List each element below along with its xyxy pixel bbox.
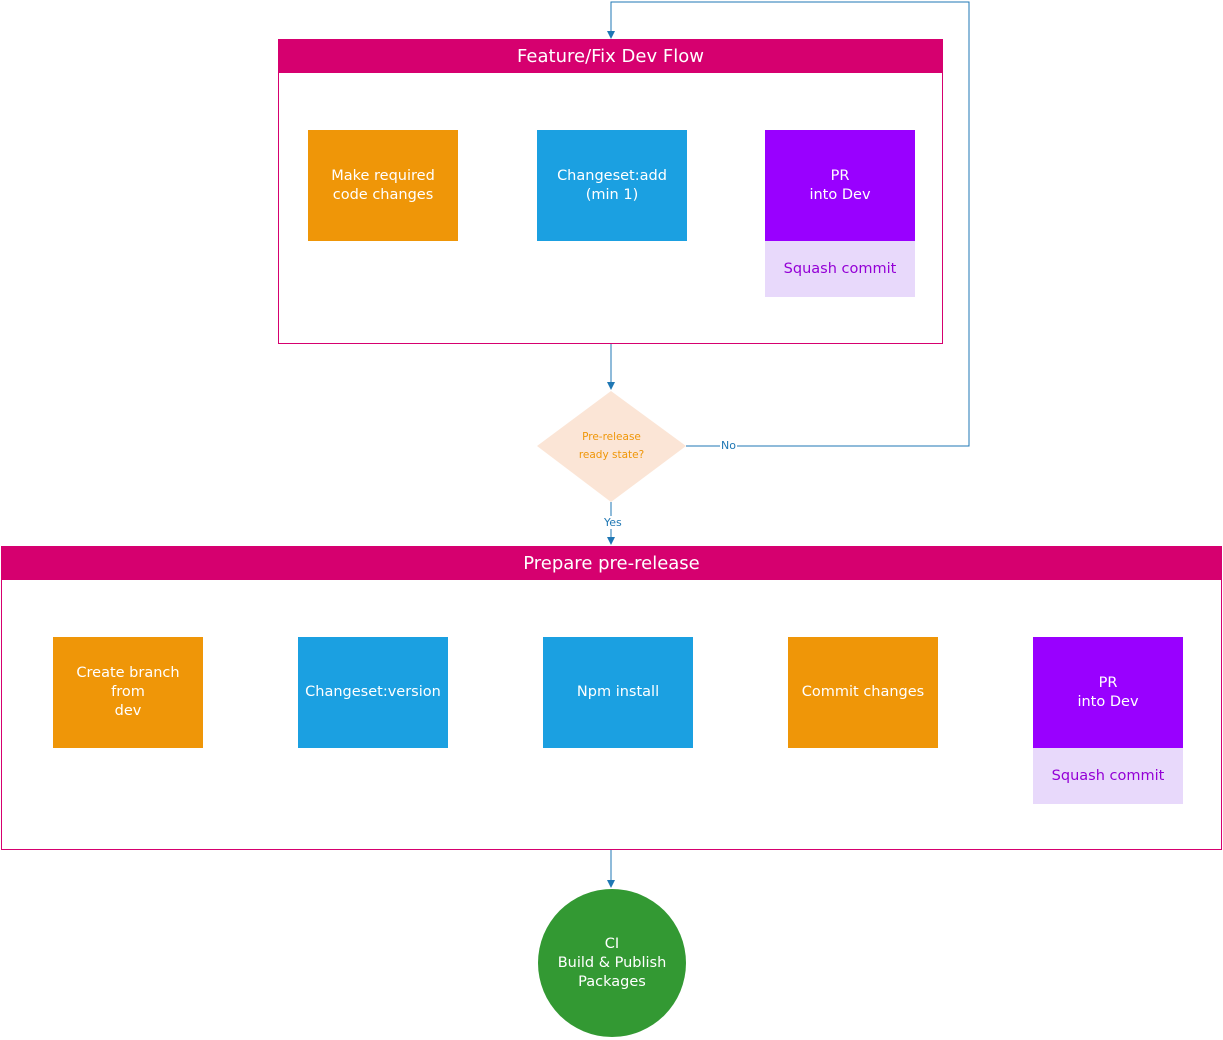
decision-text: Pre-release ready state? <box>578 431 645 461</box>
changeset-version-step: Changeset:version <box>298 637 448 748</box>
prerelease-squash-commit-note: Squash commit <box>1033 748 1183 804</box>
npm-install-step: Npm install <box>543 637 693 748</box>
no-label: No <box>720 439 737 452</box>
feature-flow-title: Feature/Fix Dev Flow <box>279 40 942 73</box>
commit-changes-step: Commit changes <box>788 637 938 748</box>
prerelease-pr-into-dev-step: PR into Dev <box>1033 637 1183 748</box>
decision-diamond <box>537 391 686 502</box>
ci-build-publish-node: CI Build & Publish Packages <box>538 889 686 1037</box>
yes-label: Yes <box>603 516 623 529</box>
prepare-prerelease-title: Prepare pre-release <box>2 547 1221 580</box>
make-changes-step: Make required code changes <box>308 130 458 241</box>
changeset-add-step: Changeset:add (min 1) <box>537 130 687 241</box>
squash-commit-note: Squash commit <box>765 241 915 297</box>
arrow-no-loop <box>607 1 970 447</box>
create-branch-step: Create branch from dev <box>53 637 203 748</box>
pr-into-dev-step: PR into Dev <box>765 130 915 241</box>
